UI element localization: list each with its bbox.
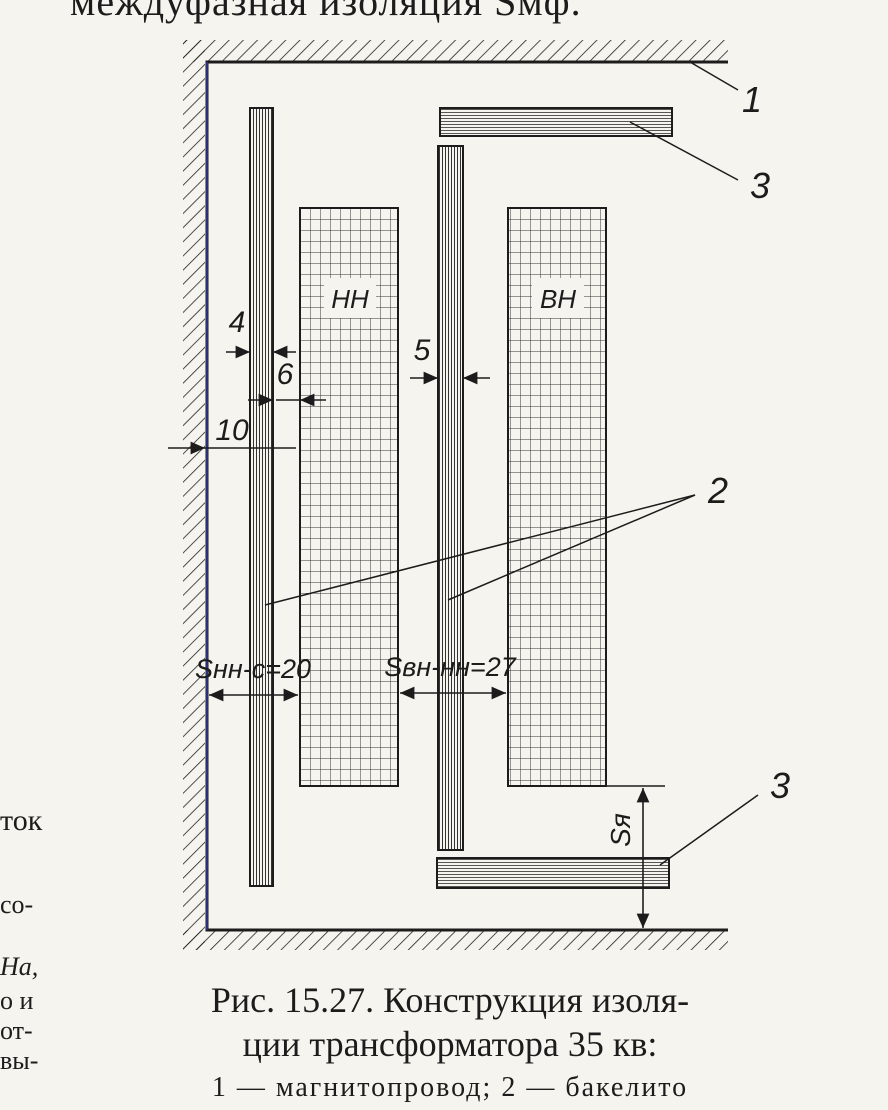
barrier-cylinder-outer — [437, 145, 464, 851]
side-text-4: о и — [0, 986, 34, 1015]
figure-caption-line-1: Рис. 15.27. Конструкция изоля- — [210, 980, 690, 1020]
magnetic-core — [183, 40, 728, 950]
callout-3-top: 3 — [750, 165, 770, 206]
winding-label-low-voltage: НН — [331, 284, 369, 314]
callout-leaders — [264, 61, 759, 866]
dimension-s-nn-c: Sнн-с=20 — [195, 654, 311, 684]
dimension-4: 4 — [229, 306, 246, 339]
callout-1: 1 — [742, 79, 762, 120]
dimension-6: 6 — [277, 358, 294, 391]
insulation-diagram: НН ВН 1 3 2 3 4 — [168, 40, 790, 950]
dimension-5: 5 — [414, 334, 431, 367]
dimension-10: 10 — [215, 414, 249, 447]
end-barrier-top — [439, 107, 673, 137]
side-text-2: со- — [0, 890, 34, 919]
end-barrier-bottom — [436, 857, 670, 889]
winding-label-high-voltage: ВН — [540, 284, 576, 314]
side-text-3: Нa, — [0, 952, 39, 981]
side-text-5: от- — [0, 1016, 33, 1045]
callout-3-bottom: 3 — [770, 765, 790, 806]
barrier-cylinder-inner — [249, 107, 274, 887]
dimension-lines — [168, 345, 665, 928]
callout-2: 2 — [707, 470, 728, 511]
side-text-6: вы- — [0, 1046, 39, 1075]
dimension-s-vn-nn: Sвн-нн=27 — [384, 652, 516, 682]
side-text-1: ток — [0, 804, 43, 837]
figure-caption-line-2: ции трансформатора 35 кв: — [242, 1024, 658, 1064]
page-top-text: междуфазная изоляция Sмф. — [70, 0, 582, 24]
dimension-s-ya: Sя — [605, 813, 636, 847]
figure-caption-line-3: 1 — магнитопровод; 2 — бакелито — [211, 1072, 689, 1103]
